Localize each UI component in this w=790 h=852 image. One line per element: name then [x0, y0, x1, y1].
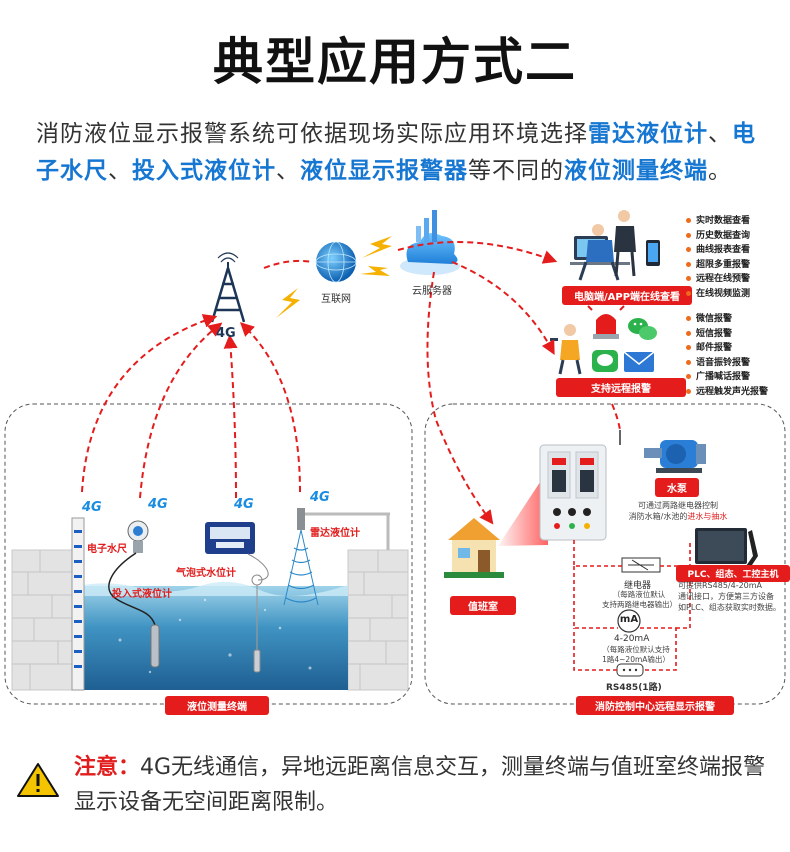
signal-bolt-icon: [276, 288, 300, 318]
intro-text: 消防液位显示报警系统可依据现场实际应用环境选择: [36, 121, 588, 147]
rs485-label: RS485(1路): [606, 683, 662, 693]
email-icon: [623, 351, 655, 372]
cloud-server-label: 云服务器: [412, 286, 452, 297]
note-text: 注意：4G无线通信，异地远距离信息交互，测量终端与值班室终端报警显示设备无空间距…: [74, 750, 774, 820]
plc-note-line: 通讯接口，方便第三方设备: [678, 592, 774, 601]
intro-text: 等不同的: [468, 158, 564, 184]
cloud-server-icon: [400, 210, 460, 275]
intro-paragraph: 消防液位显示报警系统可依据现场实际应用环境选择雷达液位计、电子水尺、投入式液位计…: [36, 116, 758, 190]
intro-text: 。: [708, 158, 732, 184]
intro-highlight-display: 液位显示报警器: [300, 158, 468, 184]
submersible-transmitter-device: [108, 520, 160, 668]
monitoring-scene-icon: [570, 210, 660, 281]
bubble-meter-label: 气泡式水位计: [176, 568, 236, 579]
plc-note-line: 可提供RS485/4-20mA: [678, 581, 763, 590]
bubble-meter-device: [205, 522, 269, 673]
feature-item: 曲线报表查看: [686, 243, 750, 258]
feature-item: 超限多重报警: [686, 258, 750, 273]
alarm-feature-list: 微信报警 短信报警 邮件报警 语音振铃报警 广播喊话报警 远程触发声光报警: [686, 312, 768, 399]
note-body: 4G无线通信，异地远距离信息交互，测量终端与值班室终端报警显示设备无空间距离限制…: [74, 755, 766, 815]
radar-meter-device: [283, 508, 390, 606]
cell-tower-icon: [210, 252, 246, 323]
page-title: 典型应用方式二: [213, 33, 577, 91]
ma-symbol: mA: [619, 614, 639, 625]
feature-item: 语音振铃报警: [686, 356, 768, 371]
sms-icon: [592, 350, 618, 372]
electronic-ruler-label: 电子水尺: [87, 544, 127, 555]
field-terminal-footer: 液位测量终端: [165, 696, 269, 715]
signal-bolt-icon: [360, 266, 390, 276]
submersible-label: 投入式液位计: [112, 589, 172, 600]
feature-item: 在线视频监测: [686, 287, 750, 302]
control-cabinet-device: [539, 430, 621, 541]
4g-badge: 4G: [310, 490, 330, 505]
monitor-feature-list: 实时数据查看 历史数据查询 曲线报表查看 超限多重报警 远程在线预警 在线视频监…: [686, 214, 750, 301]
plc-note-line: 如PLC、组态获取实时数据。: [678, 603, 781, 612]
intro-highlight-radar: 雷达液位计: [588, 121, 708, 147]
relay-note: （每路液位默认 支持两路继电器输出）: [602, 590, 677, 610]
4g-badge: 4G: [234, 497, 254, 512]
pump-note: 可通过两路继电器控制 消防水箱/水池的进水与抽水: [628, 500, 728, 522]
alarm-person-icon: [550, 324, 582, 375]
ma-note-line: （每路液位默认支持: [602, 645, 670, 654]
stone-wall-right: [347, 549, 409, 691]
feature-item: 历史数据查询: [686, 229, 750, 244]
ma-note-line: 1路4~20mA输出）: [602, 655, 670, 664]
globe-icon: [315, 241, 357, 283]
wechat-icon: [628, 318, 657, 340]
intro-sep: 、: [276, 158, 300, 184]
intro-sep: 、: [708, 121, 732, 147]
relay-note-line: 支持两路继电器输出）: [602, 600, 677, 609]
alarm-panel-title: 支持远程报警: [556, 378, 686, 397]
plc-monitor-device: [695, 528, 758, 568]
pump-note-line: 可通过两路继电器控制: [638, 501, 718, 510]
stone-wall-left: [11, 549, 78, 691]
pump-label: 水泵: [655, 478, 699, 497]
ma-label: 4-20mA: [614, 634, 650, 644]
control-center-footer: 消防控制中心远程显示报警: [576, 696, 734, 715]
signal-bolt-icon: [362, 236, 392, 258]
feature-item: 短信报警: [686, 327, 768, 342]
water-pump-device: [644, 440, 706, 473]
relay-symbol-icon: [621, 557, 661, 573]
radar-meter-label: 雷达液位计: [310, 528, 360, 539]
electronic-ruler-device: [71, 517, 85, 691]
feature-item: 远程触发声光报警: [686, 385, 768, 400]
intro-highlight-terminal: 液位测量终端: [564, 158, 708, 184]
feature-item: 广播喊话报警: [686, 370, 768, 385]
relay-label: 继电器: [624, 581, 652, 591]
warning-icon: [17, 763, 59, 797]
internet-label: 互联网: [321, 294, 351, 305]
intro-sep: 、: [108, 158, 132, 184]
intro-highlight-ruler: 电子水尺: [36, 121, 756, 184]
feature-item: 邮件报警: [686, 341, 768, 356]
4g-badge: 4G: [82, 500, 102, 515]
intro-highlight-submersible: 投入式液位计: [132, 158, 276, 184]
plc-title: PLC、组态、工控主机: [676, 565, 790, 582]
4g-badge: 4G: [148, 497, 168, 512]
plc-note: 可提供RS485/4-20mA 通讯接口，方便第三方设备 如PLC、组态获取实时…: [678, 580, 781, 613]
tower-4g-label: 4G: [216, 326, 236, 341]
feature-item: 实时数据查看: [686, 214, 750, 229]
water-body: [77, 586, 348, 690]
rs485-port-icon: [616, 663, 644, 677]
ma-note: （每路液位默认支持 1路4~20mA输出）: [596, 645, 676, 665]
monitor-panel-title: 电脑端/APP端在线查看: [562, 286, 692, 305]
feature-item: 远程在线预警: [686, 272, 750, 287]
duty-room-house-icon: [444, 518, 504, 578]
note-label: 注意：: [74, 755, 141, 780]
relay-note-line: （每路液位默认: [612, 590, 666, 599]
feature-item: 微信报警: [686, 312, 768, 327]
pump-note-line: 消防水箱/水池的进水与抽水: [628, 512, 728, 521]
duty-room-label: 值班室: [450, 596, 516, 615]
